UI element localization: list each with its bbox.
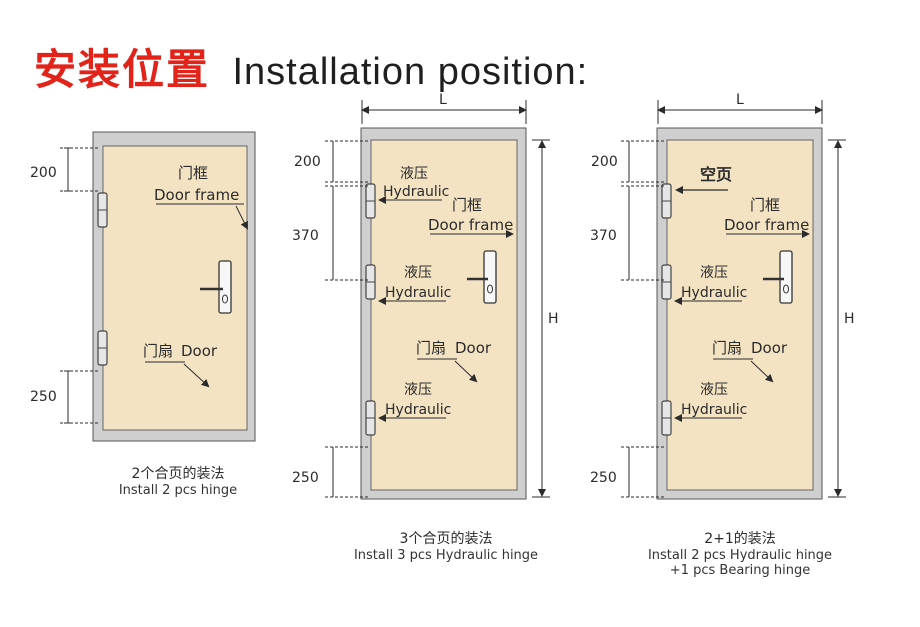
door-handle (763, 250, 793, 304)
hydraulic-hinge-middle (365, 264, 376, 300)
panel-3-hydraulic-hinge: L (292, 92, 559, 500)
panel-3-caption: 2+1的装法 Install 2 pcs Hydraulic hinge +1 … (630, 528, 850, 578)
empty-hinge-label: 空页 (700, 165, 732, 184)
panel-2-plus-1-hinge: L (590, 92, 855, 500)
door-label-en: Door (455, 339, 492, 357)
hydraulic-label-cn-3: 液压 (404, 382, 432, 398)
width-dimension (361, 100, 527, 124)
hydraulic-label-cn-2: 液压 (700, 382, 728, 398)
door-label-en: Door (181, 342, 218, 360)
door-leaf (370, 139, 518, 491)
door-frame-label-cn: 门框 (178, 164, 208, 182)
door-frame-label-cn: 门框 (750, 196, 780, 214)
height-dimension (532, 139, 550, 498)
hydraulic-label-en-2: Hydraulic (681, 402, 747, 418)
panel-2-caption-cn: 3个合页的装法 (399, 531, 493, 547)
door-handle (200, 260, 232, 314)
hydraulic-label-en-3: Hydraulic (385, 402, 451, 418)
dimension-top-label: 200 (294, 154, 321, 170)
panel-2-caption-en: Install 3 pcs Hydraulic hinge (353, 548, 539, 563)
door-arrow (454, 360, 478, 383)
door-label-en: Door (751, 339, 788, 357)
door-label-cn: 门扇 (416, 339, 446, 357)
door-arrow (183, 363, 210, 388)
door-leaf (666, 139, 814, 491)
panel-3-caption-cn: 2+1的装法 (704, 531, 776, 547)
width-label: L (736, 92, 744, 108)
hydraulic-hinge-bottom (365, 400, 376, 436)
dimension-top-label: 200 (30, 165, 57, 181)
width-dimension (657, 100, 823, 124)
panel-2-hinge: 200 250 门框 Door frame 门扇 Door (30, 131, 256, 442)
dimension-bottom-label: 250 (30, 389, 57, 405)
hydraulic-label-en-1: Hydraulic (681, 285, 747, 301)
dimension-top (60, 147, 100, 192)
hydraulic-label-cn-2: 液压 (404, 265, 432, 281)
door-frame-label-en: Door frame (154, 186, 239, 204)
dimension-bottom (60, 370, 100, 424)
dimension-bottom-label: 250 (292, 470, 319, 486)
door-handle (467, 250, 497, 304)
height-label: H (844, 311, 855, 327)
hydraulic-hinge-bottom (661, 400, 672, 436)
dimension-bottom (621, 446, 664, 498)
dimension-middle (621, 185, 664, 281)
title-english: Installation position: (232, 51, 589, 93)
dimension-top (621, 140, 664, 183)
hydraulic-hinge-middle (661, 264, 672, 300)
hydraulic-label-en-1: Hydraulic (383, 184, 449, 200)
hydraulic-hinge-top (365, 183, 376, 219)
hinge-top (97, 192, 108, 228)
hinge-bottom (97, 330, 108, 366)
dimension-middle-label: 370 (590, 228, 617, 244)
door-frame-label-en: Door frame (428, 216, 513, 234)
panel-1-caption-en: Install 2 pcs hinge (118, 483, 238, 498)
door-frame-label-cn: 门框 (452, 196, 482, 214)
hydraulic-label-cn-1: 液压 (400, 166, 428, 182)
dimension-top (325, 140, 368, 183)
door-frame-arrow (235, 205, 248, 230)
hydraulic-label-en-2: Hydraulic (385, 285, 451, 301)
panel-3-caption-en-2: +1 pcs Bearing hinge (669, 563, 811, 578)
door-arrow (750, 360, 774, 383)
page-title: 安装位置 Installation position: (34, 36, 589, 94)
panel-1-caption-cn: 2个合页的装法 (131, 466, 225, 482)
dimension-middle-label: 370 (292, 228, 319, 244)
panel-2-caption: 3个合页的装法 Install 3 pcs Hydraulic hinge (326, 528, 566, 563)
width-label: L (439, 92, 447, 108)
height-dimension (828, 139, 846, 498)
panel-3-caption-en: Install 2 pcs Hydraulic hinge (647, 548, 833, 563)
title-chinese: 安装位置 (34, 45, 211, 94)
height-label: H (548, 311, 559, 327)
dimension-bottom (325, 446, 368, 498)
hydraulic-label-cn-1: 液压 (700, 265, 728, 281)
door-label-cn: 门扇 (143, 342, 173, 360)
panel-1-caption: 2个合页的装法 Install 2 pcs hinge (88, 463, 268, 498)
bearing-hinge-top (661, 183, 672, 219)
dimension-middle (325, 185, 368, 281)
door-frame-label-en: Door frame (724, 216, 809, 234)
dimension-bottom-label: 250 (590, 470, 617, 486)
dimension-top-label: 200 (591, 154, 618, 170)
door-label-cn: 门扇 (712, 339, 742, 357)
